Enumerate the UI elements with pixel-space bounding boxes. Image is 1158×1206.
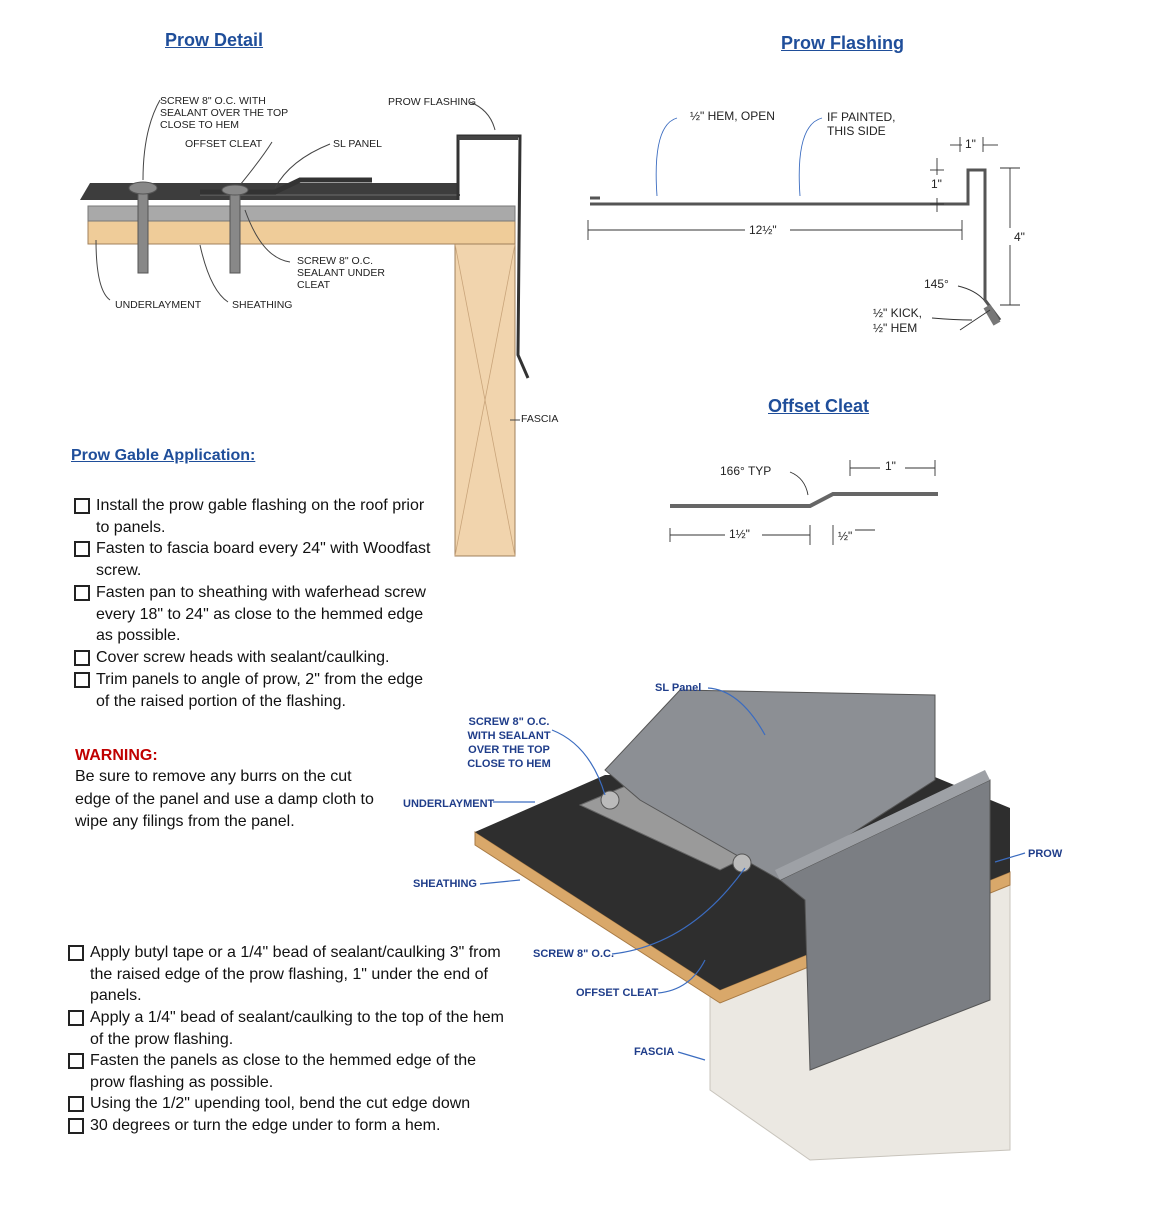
- label-cleat-offset: ½": [838, 529, 853, 543]
- iso-label-prow: PROW: [1028, 848, 1063, 860]
- label-sl-panel: SL PANEL: [333, 138, 383, 150]
- warning-title: WARNING:: [75, 747, 158, 764]
- label-top-height: 1": [931, 177, 942, 191]
- checkbox-icon[interactable]: [68, 1053, 84, 1069]
- iso-label-screw-top: SCREW 8" O.C. WITH SEALANT OVER THE TOP …: [467, 716, 551, 770]
- application-step: Fasten to fascia board every 24" with Wo…: [74, 538, 434, 581]
- label-prow-flashing: PROW FLASHING: [388, 96, 477, 108]
- iso-label-offset-cleat: OFFSET CLEAT: [576, 987, 659, 999]
- label-cleat-right: 1": [885, 459, 896, 473]
- checkbox-icon[interactable]: [68, 1096, 84, 1112]
- offset-cleat-heading: Offset Cleat: [768, 396, 870, 416]
- checkbox-icon[interactable]: [68, 945, 84, 961]
- application-step: Cover screw heads with sealant/caulking.: [74, 647, 434, 669]
- label-screw-top: SCREW 8" O.C. WITH SEALANT OVER THE TOP …: [160, 95, 289, 131]
- bottom-step: Apply butyl tape or a 1/4" bead of seala…: [68, 942, 513, 1007]
- label-length: 12½": [749, 223, 777, 237]
- warning-text: Be sure to remove any burrs on the cut e…: [75, 768, 374, 830]
- iso-label-underlayment: UNDERLAYMENT: [403, 798, 495, 810]
- label-height: 4": [1014, 230, 1025, 244]
- bottom-step: Fasten the panels as close to the hemmed…: [68, 1050, 513, 1093]
- label-if-painted: IF PAINTED, THIS SIDE: [827, 110, 896, 138]
- label-fascia: FASCIA: [521, 413, 559, 425]
- label-cleat-angle: 166° TYP: [720, 464, 772, 478]
- application-step: Install the prow gable flashing on the r…: [74, 495, 434, 538]
- checkbox-icon[interactable]: [68, 1118, 84, 1134]
- prow-flashing-heading: Prow Flashing: [781, 33, 905, 53]
- bottom-step: 30 degrees or turn the edge under to for…: [68, 1115, 513, 1137]
- application-step: Trim panels to angle of prow, 2" from th…: [74, 669, 434, 712]
- bottom-step: Apply a 1/4" bead of sealant/caulking to…: [68, 1007, 513, 1050]
- iso-label-fascia: FASCIA: [634, 1046, 675, 1058]
- application-heading: Prow Gable Application:: [71, 447, 256, 464]
- prow-detail-heading: Prow Detail: [165, 30, 264, 50]
- checkbox-icon[interactable]: [74, 498, 90, 514]
- checkbox-icon[interactable]: [74, 585, 90, 601]
- iso-label-sl-panel: SL Panel: [655, 682, 702, 694]
- label-underlayment: UNDERLAYMENT: [115, 299, 202, 311]
- checkbox-icon[interactable]: [74, 650, 90, 666]
- application-step: Fasten pan to sheathing with waferhead s…: [74, 582, 434, 647]
- label-kick-hem: ½" KICK, ½" HEM: [873, 306, 922, 335]
- iso-label-sheathing: SHEATHING: [413, 878, 477, 890]
- checkbox-icon[interactable]: [74, 541, 90, 557]
- bottom-step: Using the 1/2" upending tool, bend the c…: [68, 1093, 513, 1115]
- label-angle-145: 145°: [924, 277, 949, 291]
- iso-label-screw: SCREW 8" O.C.: [533, 948, 615, 960]
- label-screw-under: SCREW 8" O.C. SEALANT UNDER CLEAT: [297, 255, 385, 291]
- label-offset-cleat: OFFSET CLEAT: [185, 138, 263, 150]
- checkbox-icon[interactable]: [74, 672, 90, 688]
- label-top-width: 1": [965, 137, 976, 151]
- label-hem-open: ½" HEM, OPEN: [690, 109, 775, 123]
- checkbox-icon[interactable]: [68, 1010, 84, 1026]
- label-sheathing: SHEATHING: [232, 299, 293, 311]
- label-cleat-left: 1½": [729, 527, 750, 541]
